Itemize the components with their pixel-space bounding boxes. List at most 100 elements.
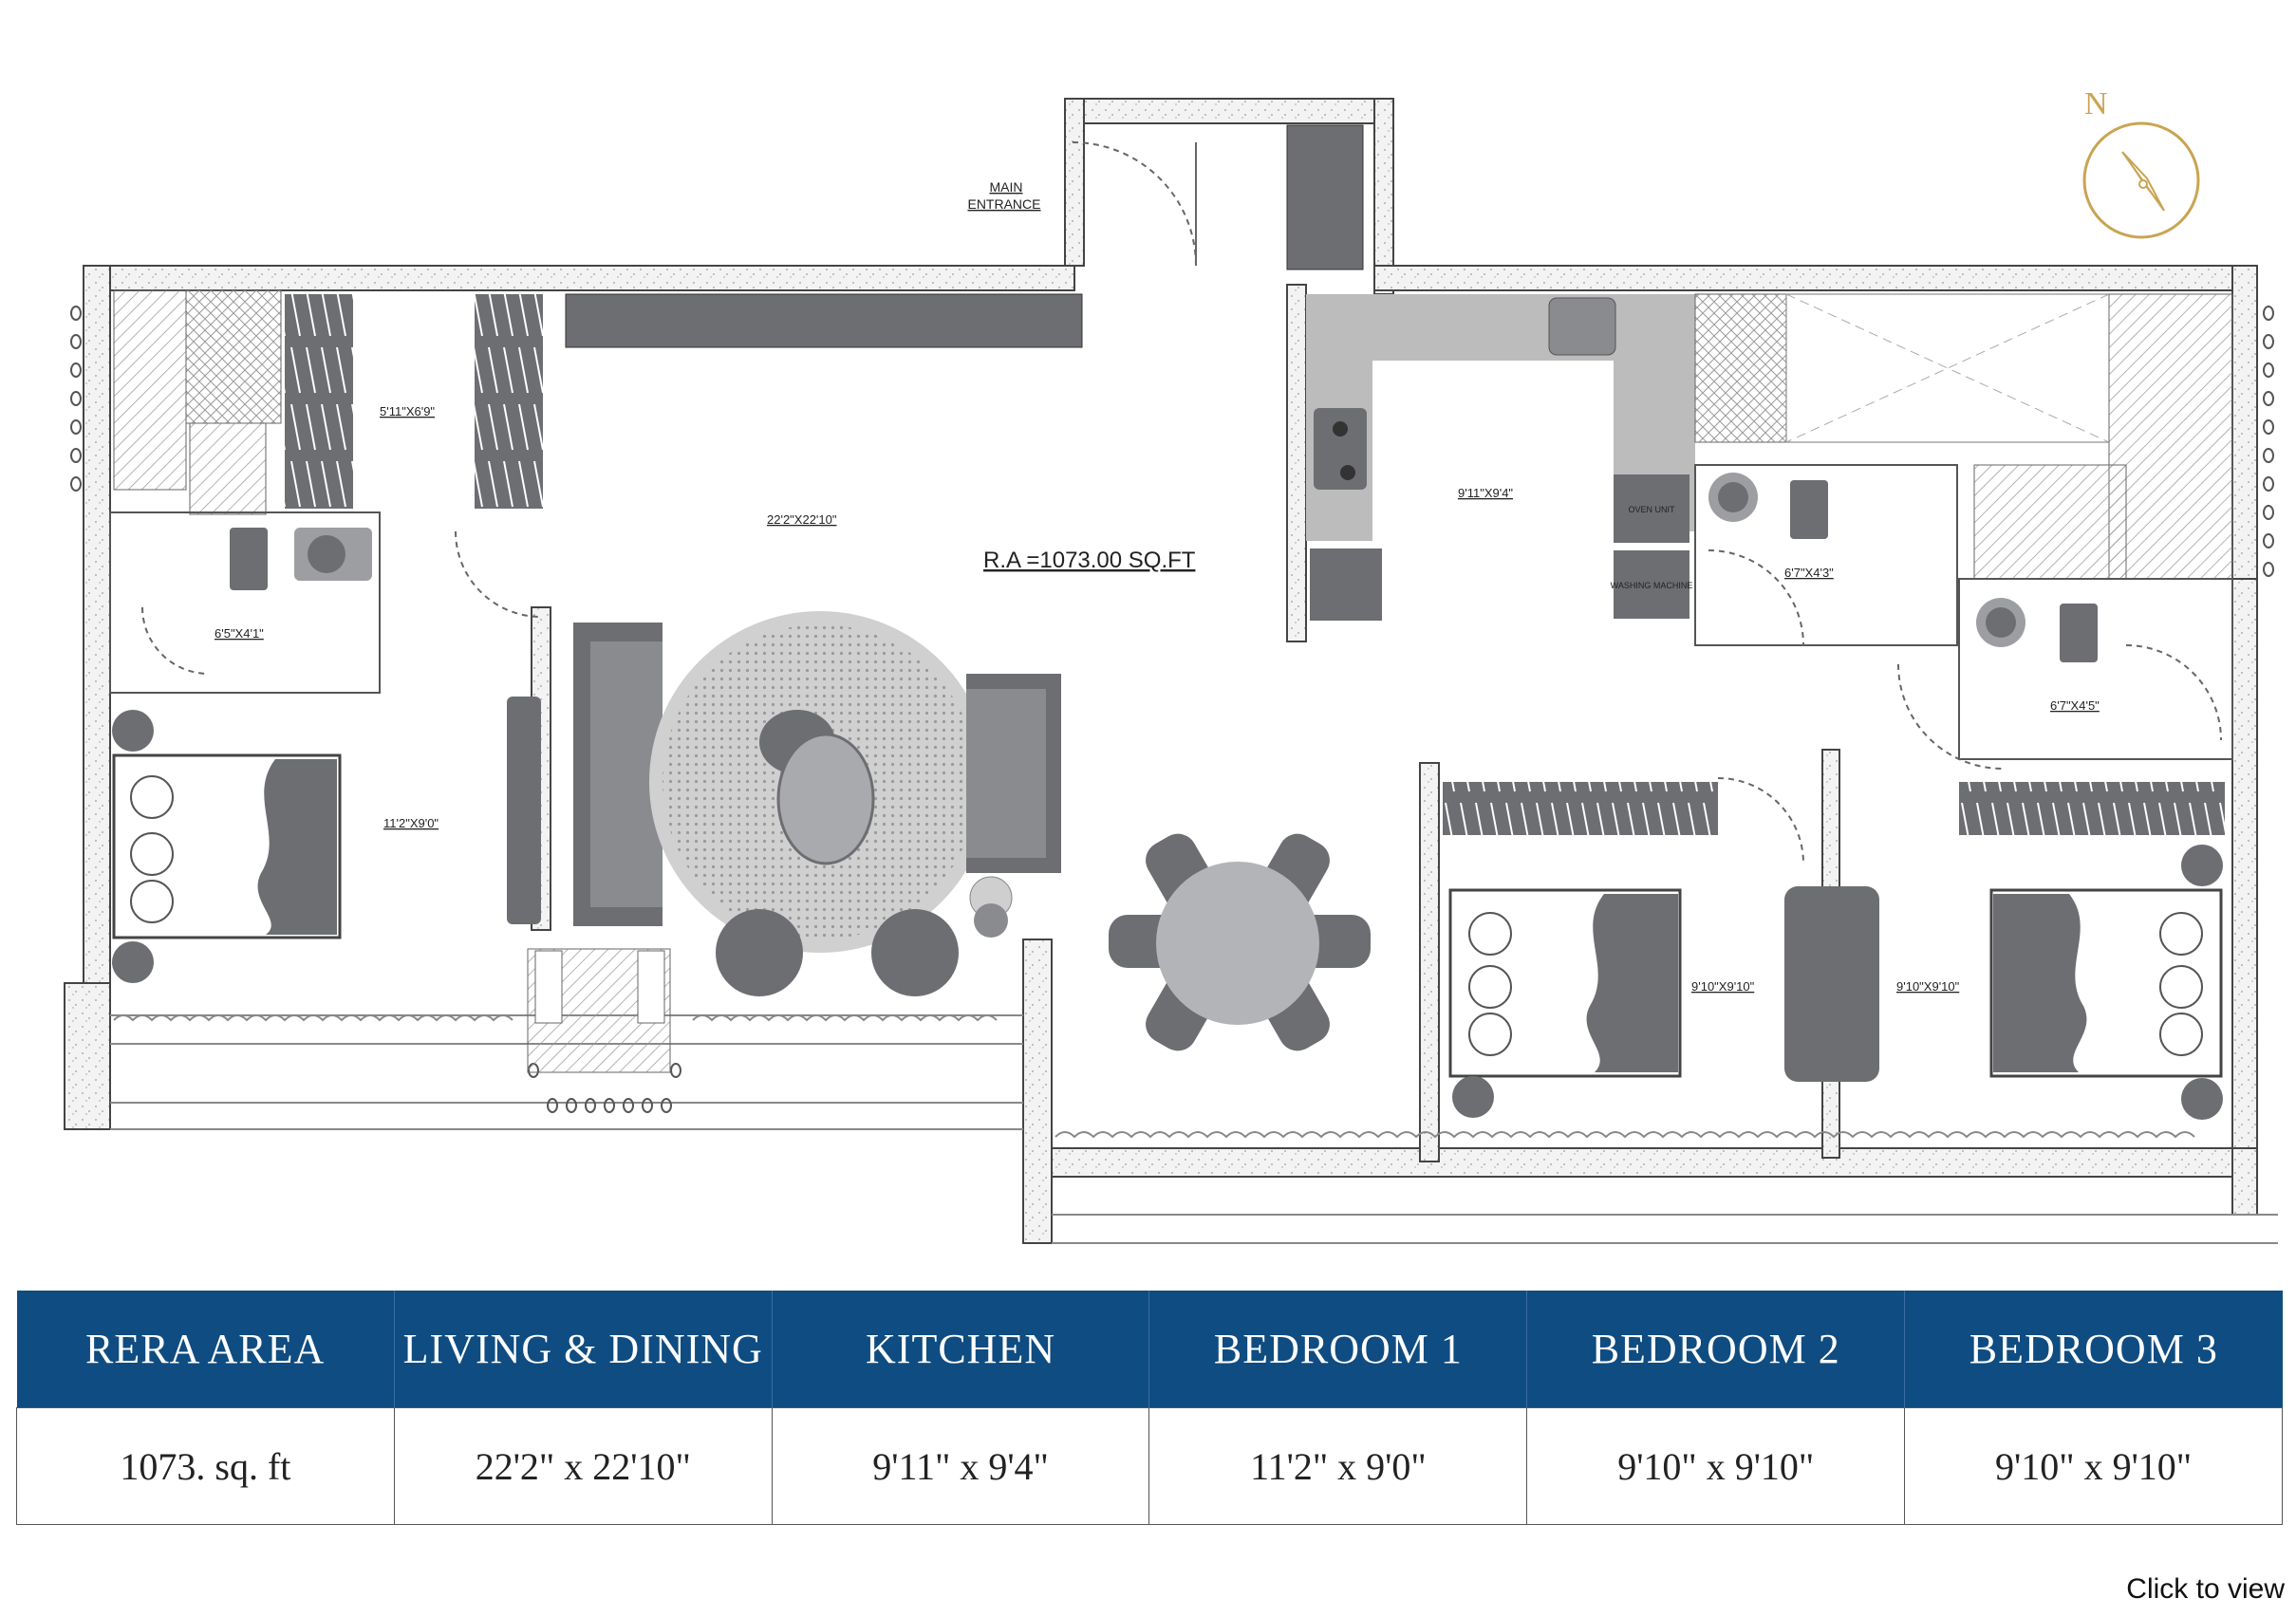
coffee-table [776, 733, 875, 865]
basin-left-bowl [308, 535, 345, 573]
header-rera-area: RERA AREA [16, 1291, 395, 1408]
bedroom1-pillow2 [130, 832, 174, 876]
dim-living: 22'2"X22'10" [767, 512, 837, 527]
bedroom3-pillow1 [2159, 912, 2203, 956]
bedroom1-duvet [257, 759, 337, 935]
wardrobe-passage-right [475, 294, 543, 509]
area-table-value-row: 1073. sq. ft 22'2" x 22'10" 9'11" x 9'4"… [16, 1407, 2283, 1525]
dim-toilet-mid: 6'7"X4'3" [1784, 566, 1834, 580]
main-entrance-label-2: ENTRANCE [967, 196, 1040, 212]
toilet-mid [1694, 464, 1958, 646]
basin-mid-bowl [1718, 482, 1748, 512]
bedroom3-side-table-top [2181, 845, 2223, 886]
hob-burner-2 [1340, 465, 1355, 480]
header-bedroom-3: BEDROOM 3 [1904, 1291, 2283, 1408]
door-toilet-right [2125, 644, 2222, 741]
basin-right-bowl [1986, 607, 2016, 638]
wardrobe-passage-left [285, 294, 353, 509]
bedroom3-wardrobe [1959, 782, 2225, 835]
duct-cross [185, 289, 282, 424]
door-bedroom-mid [1717, 777, 1804, 864]
shaft-hatch-right [2108, 293, 2233, 580]
armchair-right-seat [966, 689, 1046, 858]
kitchen-sink [1548, 297, 1616, 356]
shaft-cross-right [1694, 293, 1787, 443]
value-bedroom-3: 9'10" x 9'10" [1904, 1407, 2283, 1525]
dim-toilet-left: 6'5"X4'1" [215, 626, 264, 641]
bedroom1-pillow3 [130, 880, 174, 923]
door-toilet-mid [1708, 549, 1804, 646]
wc-right [2060, 604, 2098, 662]
door-passage [455, 530, 542, 618]
kitchen-counter [1306, 294, 1695, 541]
bedroom2-side-table [1452, 1076, 1494, 1118]
bedroom3-duvet [1993, 894, 2087, 1072]
bedroom2-pillow2 [1468, 965, 1512, 1009]
oven-unit [1614, 474, 1689, 543]
bedroom3-side-table-bottom [2181, 1078, 2223, 1120]
bedroom1-pillow1 [130, 775, 174, 819]
bedroom1-side-table-bottom [112, 941, 154, 983]
value-bedroom-1: 11'2" x 9'0" [1148, 1407, 1528, 1525]
click-to-view-link[interactable]: Click to view [2126, 1573, 2285, 1605]
wc-left [230, 528, 268, 590]
door-bedroom-right [1897, 663, 2004, 770]
dim-toilet-right: 6'7"X4'5" [2050, 698, 2100, 713]
washing-machine [1614, 550, 1689, 619]
compass-icon [2082, 121, 2200, 239]
dim-passage: 5'11"X6'9" [380, 404, 435, 418]
value-living-dining: 22'2" x 22'10" [393, 1407, 773, 1525]
value-rera-area: 1073. sq. ft [16, 1407, 395, 1525]
bedroom2-study [1784, 886, 1879, 1082]
bedroom2-wardrobe [1443, 782, 1718, 835]
shaft-hatch-mid [1973, 464, 2127, 580]
value-bedroom-2: 9'10" x 9'10" [1526, 1407, 1906, 1525]
utility-cross [1785, 293, 2110, 443]
bedroom1-side-table-top [112, 710, 154, 752]
balcony [110, 1014, 2278, 1244]
oven-label: OVEN UNIT [1628, 505, 1675, 514]
wc-mid [1790, 480, 1828, 539]
toilet-right [1958, 578, 2233, 760]
bedroom2-pillow1 [1468, 912, 1512, 956]
dim-bedroom-right: 9'10"X9'10" [1896, 979, 1960, 994]
kitchen-column [1286, 124, 1364, 270]
shaft-hatch [189, 422, 267, 515]
side-stool-2 [974, 903, 1008, 938]
window-markers [70, 306, 2274, 1113]
lounge-chair-2 [871, 909, 959, 996]
fridge [1310, 548, 1382, 621]
walls [64, 98, 2258, 1244]
value-kitchen: 9'11" x 9'4" [771, 1407, 1150, 1525]
header-living-dining: LIVING & DINING [394, 1291, 773, 1408]
dim-bedroom-left: 11'2"X9'0" [383, 816, 439, 830]
floor-plan: OVEN UNIT WASHING MACHINE N MAIN ENTRAN [64, 86, 2278, 1244]
area-table: RERA AREA LIVING & DINING KITCHEN BEDROO… [16, 1291, 2283, 1525]
main-door-swing [1072, 141, 1197, 267]
tv-unit [507, 697, 541, 924]
dim-kitchen: 9'11"X9'4" [1458, 486, 1513, 500]
dining-table [1156, 862, 1319, 1025]
dim-bedroom-mid: 9'10"X9'10" [1691, 979, 1755, 994]
duct-hatch [113, 289, 187, 491]
main-entrance-label: MAIN [990, 179, 1023, 195]
bedroom2-pillow3 [1468, 1013, 1512, 1056]
lounge-chair-1 [716, 909, 803, 996]
toilet-left-wall [109, 511, 381, 694]
bedroom3-pillow3 [2159, 1013, 2203, 1056]
hob [1314, 408, 1367, 490]
bedroom2-duvet [1586, 894, 1678, 1072]
area-table-header-row: RERA AREA LIVING & DINING KITCHEN BEDROO… [16, 1291, 2283, 1408]
foyer-right-unit [637, 950, 665, 1024]
header-kitchen: KITCHEN [772, 1291, 1150, 1408]
compass-north-letter: N [2084, 86, 2108, 121]
rera-area-label: R.A =1073.00 SQ.FT [983, 548, 1196, 573]
header-bedroom-1: BEDROOM 1 [1148, 1291, 1528, 1408]
door-toilet-left [141, 606, 210, 675]
header-bedroom-2: BEDROOM 2 [1526, 1291, 1906, 1408]
washer-label: WASHING MACHINE [1611, 581, 1693, 590]
foyer-left-unit [534, 950, 563, 1024]
bedroom3-pillow2 [2159, 965, 2203, 1009]
kitchen-top-cabinet [565, 293, 1083, 348]
hob-burner-1 [1333, 421, 1348, 437]
